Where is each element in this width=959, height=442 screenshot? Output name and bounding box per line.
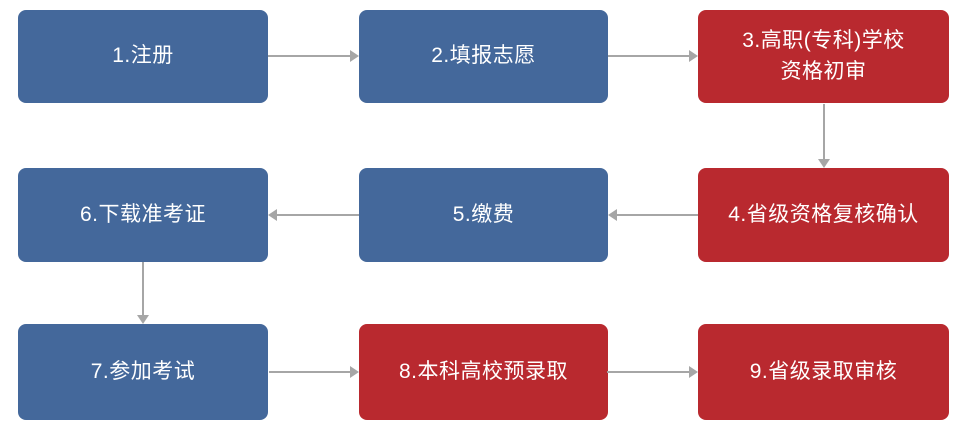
arrow-step8-to-step9 bbox=[607, 366, 698, 378]
arrow-line bbox=[268, 55, 351, 57]
step-6-download-admission-ticket: 6.下载准考证 bbox=[18, 168, 268, 262]
arrowhead-right-icon bbox=[350, 366, 359, 378]
arrow-line bbox=[142, 262, 144, 316]
arrow-step3-to-step4 bbox=[818, 104, 830, 168]
arrow-step6-to-step7 bbox=[137, 262, 149, 324]
arrowhead-left-icon bbox=[608, 209, 617, 221]
arrowhead-right-icon bbox=[689, 366, 698, 378]
arrowhead-right-icon bbox=[350, 50, 359, 62]
step-1-register: 1.注册 bbox=[18, 10, 268, 103]
arrow-step2-to-step3 bbox=[608, 50, 698, 62]
arrow-line bbox=[269, 371, 351, 373]
arrow-step5-to-step6 bbox=[268, 209, 359, 221]
step-3-college-initial-review: 3.高职(专科)学校 资格初审 bbox=[698, 10, 949, 103]
arrow-line bbox=[616, 214, 698, 216]
step-7-take-exam: 7.参加考试 bbox=[18, 324, 268, 420]
arrow-line bbox=[823, 104, 825, 160]
arrowhead-right-icon bbox=[689, 50, 698, 62]
arrow-line bbox=[607, 371, 690, 373]
arrowhead-down-icon bbox=[818, 159, 830, 168]
step-8-undergraduate-pre-admission: 8.本科高校预录取 bbox=[359, 324, 608, 420]
arrow-line bbox=[276, 214, 359, 216]
step-9-provincial-admission-review: 9.省级录取审核 bbox=[698, 324, 949, 420]
step-5-payment: 5.缴费 bbox=[359, 168, 608, 262]
arrow-step7-to-step8 bbox=[269, 366, 359, 378]
arrowhead-left-icon bbox=[268, 209, 277, 221]
step-4-provincial-qualification-confirm: 4.省级资格复核确认 bbox=[698, 168, 949, 262]
arrowhead-down-icon bbox=[137, 315, 149, 324]
step-2-fill-preferences: 2.填报志愿 bbox=[359, 10, 608, 103]
arrow-step4-to-step5 bbox=[608, 209, 698, 221]
arrow-step1-to-step2 bbox=[268, 50, 359, 62]
arrow-line bbox=[608, 55, 690, 57]
